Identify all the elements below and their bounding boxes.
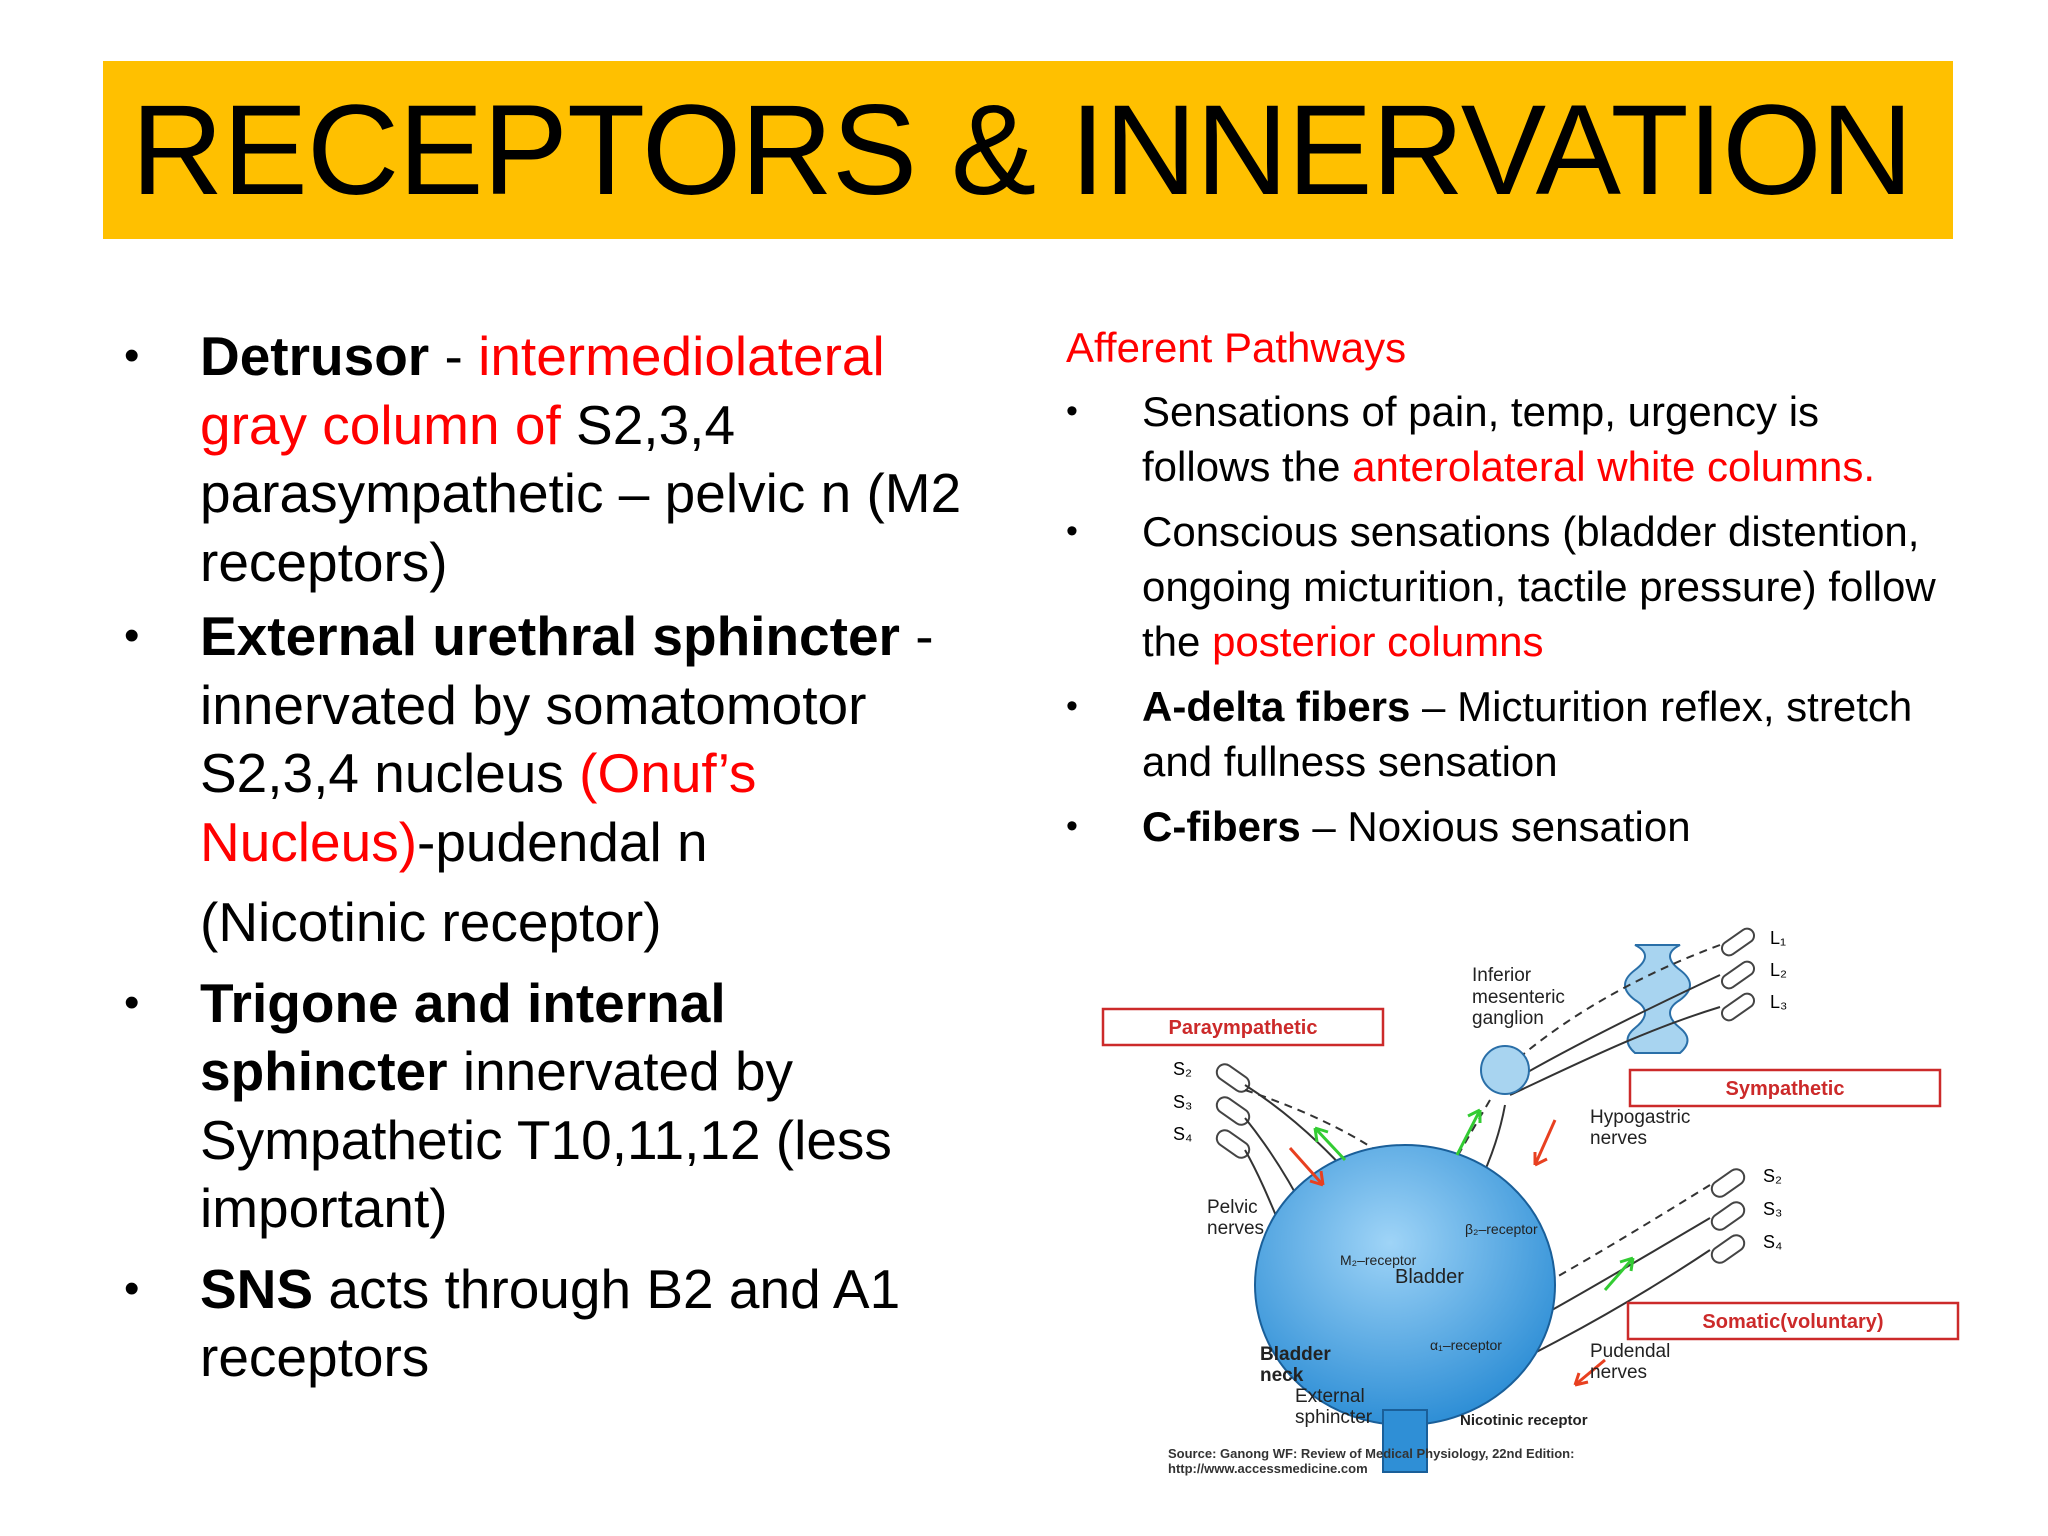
label-external-2: sphincter <box>1295 1407 1373 1428</box>
bullet-dot: • <box>1066 807 1078 845</box>
sacral-roots-right <box>1710 1168 1746 1264</box>
bullet-text: S2,3,4 parasympathetic – pelvic n (M2 re… <box>200 393 962 593</box>
label-s3-right: S₃ <box>1763 1199 1782 1219</box>
ganglion-shape <box>1480 1045 1530 1095</box>
source-line-1: Source: Ganong WF: Review of Medical Phy… <box>1168 1446 1575 1461</box>
figure-source: Source: Ganong WF: Review of Medical Phy… <box>1168 1446 1574 1476</box>
label-pudendal-1: Pudendal <box>1590 1341 1670 1362</box>
bullet-external-sphincter: • External urethral sphincter - innervat… <box>124 602 984 957</box>
bullet-text: acts through B2 and A1 receptors <box>200 1257 901 1389</box>
bullet-sns: • SNS acts through B2 and A1 receptors <box>124 1255 984 1392</box>
label-l3: L₃ <box>1770 992 1787 1012</box>
arrows <box>1288 1108 1635 1387</box>
somatic-box <box>1626 1301 1960 1341</box>
bullet-bold-term: C-fibers <box>1142 803 1301 850</box>
label-img-2: mesenteric <box>1472 987 1565 1008</box>
spinal-cord-shape <box>1624 944 1691 1054</box>
bullet-trigone: • Trigone and internal sphincter innerva… <box>124 969 984 1243</box>
label-s4-left: S₄ <box>1173 1124 1192 1144</box>
bullet-detrusor: • Detrusor - intermediolateral gray colu… <box>124 322 984 596</box>
highlight-text: anterolateral white columns. <box>1352 443 1876 490</box>
slide-title: RECEPTORS & INNERVATION <box>131 79 1913 222</box>
urethra-shape <box>1382 1409 1428 1473</box>
label-pelvic-1: Pelvic <box>1207 1197 1258 1218</box>
sympathetic-box <box>1628 1068 1942 1108</box>
label-beta2: β₂–receptor <box>1465 1221 1538 1237</box>
label-s4-right: S₄ <box>1763 1232 1782 1252</box>
somatic-label: Somatic(voluntary) <box>1702 1311 1883 1333</box>
sacral-roots-left <box>1215 1063 1251 1159</box>
bullet-text: -pudendal n <box>417 810 708 873</box>
bullet-text: - innervated by somatomotor S2,3,4 nucle… <box>200 605 934 804</box>
highlight-text: intermediolateral gray column of <box>200 325 885 456</box>
bullet-bold-term: Detrusor <box>200 325 430 387</box>
bullet-pain-temp: • Sensations of pain, temp, urgency is f… <box>1066 384 1946 494</box>
label-external-1: External <box>1295 1386 1365 1407</box>
bullet-c-fibers: • C-fibers – Noxious sensation <box>1066 799 1946 854</box>
parasympathetic-box <box>1101 1007 1385 1047</box>
bullet-dot: • <box>1066 512 1078 550</box>
label-pelvic-2: nerves <box>1207 1218 1264 1239</box>
bullet-dot: • <box>124 1263 140 1313</box>
bullet-text-line: (Nicotinic receptor) <box>200 891 662 953</box>
label-s2-right: S₂ <box>1763 1166 1782 1186</box>
left-bullet-list: • Detrusor - intermediolateral gray colu… <box>124 322 984 1392</box>
bullet-text: – Noxious sensation <box>1300 803 1691 850</box>
highlight-text: posterior columns <box>1212 618 1544 665</box>
label-s2-left: S₂ <box>1173 1059 1192 1079</box>
bullet-dot: • <box>124 611 140 660</box>
label-s3-left: S₃ <box>1173 1092 1192 1112</box>
bullet-a-delta: • A-delta fibers – Micturition reflex, s… <box>1066 679 1946 789</box>
bladder-innervation-diagram: L₁ L₂ L₃ S₂ S₃ S₄ S₂ S₃ S₄ <box>1085 920 1965 1480</box>
bullet-text: Conscious sensations (bladder distention… <box>1142 508 1936 665</box>
label-alpha1: α₁–receptor <box>1430 1337 1502 1353</box>
label-nicotinic: Nicotinic receptor <box>1460 1412 1588 1429</box>
bullet-text: Sensations of pain, temp, urgency is fol… <box>1142 388 1820 490</box>
bullet-text: innervated by Sympathetic T10,11,12 (les… <box>200 1040 892 1239</box>
highlight-text: (Onuf’s Nucleus) <box>200 742 757 873</box>
bullet-bold-term: SNS <box>200 1257 314 1320</box>
sympathetic-label: Sympathetic <box>1726 1078 1845 1100</box>
label-hypogastric-2: nerves <box>1590 1128 1647 1149</box>
right-bullet-list: Afferent Pathways • Sensations of pain, … <box>1066 320 1946 864</box>
bullet-bold-term: Trigone and internal sphincter <box>200 971 726 1103</box>
bullet-dot: • <box>1066 687 1078 725</box>
bullet-bold-term: External urethral sphincter <box>200 605 900 667</box>
label-pudendal-2: nerves <box>1590 1362 1647 1383</box>
parasympathetic-label: Paraympathetic <box>1169 1017 1318 1039</box>
diagram-svg: L₁ L₂ L₃ S₂ S₃ S₄ S₂ S₃ S₄ <box>1101 927 1960 1473</box>
lumbar-roots <box>1720 927 1756 1022</box>
label-m2: M₂–receptor <box>1340 1252 1417 1268</box>
source-line-2: http://www.accessmedicine.com <box>1168 1461 1368 1476</box>
label-hypogastric-1: Hypogastric <box>1590 1107 1690 1128</box>
bullet-dot: • <box>1066 392 1078 430</box>
bullet-text: – Micturition reflex, stretch and fullne… <box>1142 683 1913 785</box>
bullet-conscious: • Conscious sensations (bladder distenti… <box>1066 504 1946 669</box>
label-bladder: Bladder <box>1395 1266 1464 1288</box>
afferent-heading: Afferent Pathways <box>1066 324 1407 371</box>
bullet-dot: • <box>124 331 140 380</box>
bullet-dot: • <box>124 977 140 1027</box>
label-l2: L₂ <box>1770 960 1787 980</box>
label-img-1: Inferior <box>1472 965 1532 986</box>
label-img-3: ganglion <box>1472 1008 1544 1029</box>
bullet-separator: - <box>429 325 479 387</box>
label-l1: L₁ <box>1770 928 1786 948</box>
label-neck-1: Bladder <box>1260 1344 1331 1365</box>
label-neck-2: neck <box>1260 1365 1304 1386</box>
title-bar: RECEPTORS & INNERVATION <box>103 61 1953 239</box>
bullet-bold-term: A-delta fibers <box>1142 683 1411 730</box>
